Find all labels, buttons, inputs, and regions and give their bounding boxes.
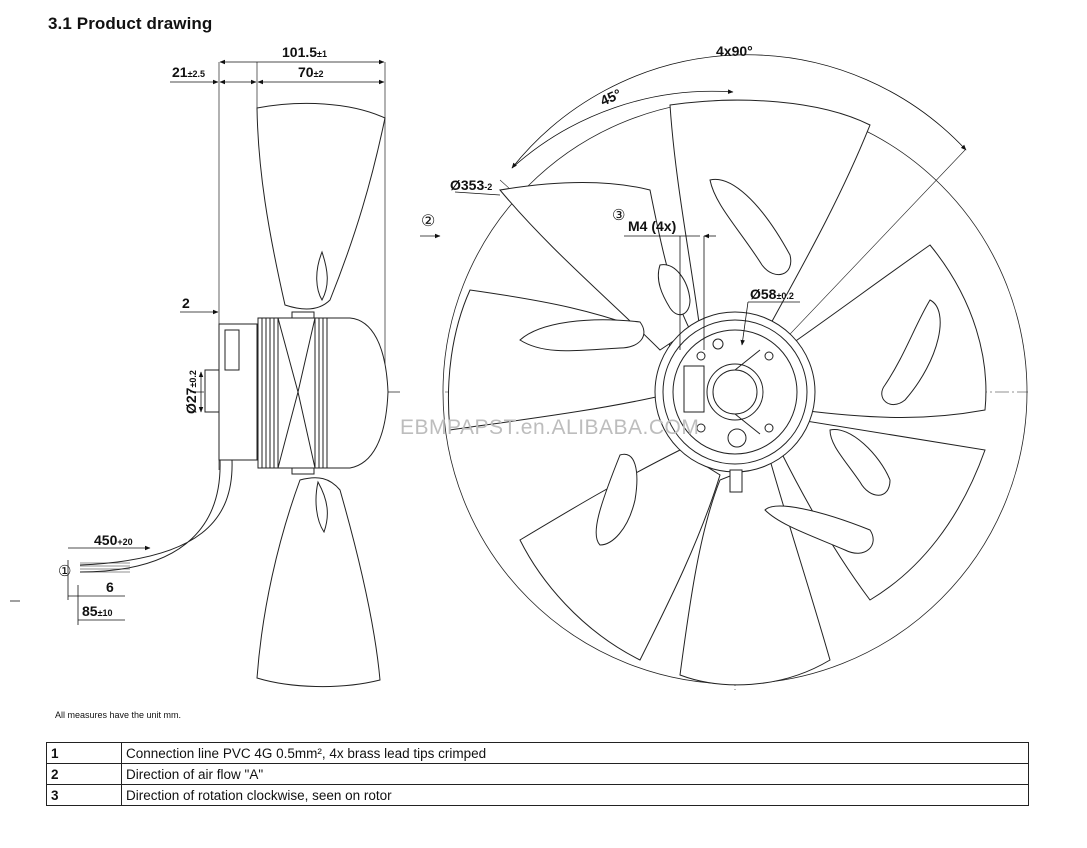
side-dimension-labels: 101.5±1 21±2.5 70±2 2 Ø27±0.2 450+20 6 8… — [58, 44, 327, 619]
front-dimension-labels: 4x90° 45° Ø353-2 M4 (4x) Ø58±0.2 ② ③ — [421, 43, 794, 302]
dim-body-length: 70 — [298, 64, 314, 80]
svg-text:Ø27±0.2: Ø27±0.2 — [183, 370, 199, 414]
side-view — [79, 62, 400, 688]
dim-shaft-tol: ±0.2 — [188, 370, 198, 387]
svg-text:450+20: 450+20 — [94, 532, 133, 548]
product-drawing: 101.5±1 21±2.5 70±2 2 Ø27±0.2 450+20 6 8… — [10, 43, 1028, 690]
svg-text:Ø353-2: Ø353-2 — [450, 177, 492, 193]
dim-angle-total: 4x90° — [716, 43, 753, 59]
front-view — [442, 99, 1028, 690]
dim-overall-length: 101.5 — [282, 44, 317, 60]
svg-text:Ø58±0.2: Ø58±0.2 — [750, 286, 794, 302]
blade-slots — [519, 178, 941, 554]
table-row: 3 Direction of rotation clockwise, seen … — [46, 784, 1029, 806]
table-row: 2 Direction of air flow "A" — [46, 763, 1029, 785]
dim-tip-length: 85 — [82, 603, 98, 619]
dim-angle-half: 45° — [598, 86, 624, 109]
cable — [79, 459, 233, 573]
watermark-text: EBMPAPST.en.ALIBABA.COM — [400, 416, 699, 439]
svg-text:101.5±1: 101.5±1 — [282, 44, 327, 60]
section-heading: 3.1 Product drawing — [48, 14, 213, 33]
dim-outer-dia: Ø353 — [450, 177, 484, 193]
svg-text:21±2.5: 21±2.5 — [172, 64, 205, 80]
units-note: All measures have the unit mm. — [55, 710, 182, 720]
front-dimensions — [420, 54, 967, 350]
lower-blade — [256, 477, 381, 688]
note-text: Direction of rotation clockwise, seen on… — [121, 784, 1029, 806]
svg-text:85±10: 85±10 — [82, 603, 113, 619]
notes-table: 1 Connection line PVC 4G 0.5mm², 4x bras… — [46, 742, 1029, 806]
dim-outer-tol: -2 — [484, 182, 492, 192]
dim-offset: 21 — [172, 64, 188, 80]
dim-hub-tol: ±0.2 — [776, 291, 793, 301]
dim-overall-tol: ±1 — [317, 49, 327, 59]
side-dimensions — [10, 59, 385, 625]
dim-offset-tol: ±2.5 — [188, 69, 205, 79]
note-number: 1 — [46, 742, 122, 764]
dim-tip-tol: ±10 — [98, 608, 113, 618]
callout-1: ① — [58, 563, 71, 580]
dim-flange: 2 — [182, 295, 190, 311]
dim-thread: M4 (4x) — [628, 218, 676, 234]
note-text: Connection line PVC 4G 0.5mm², 4x brass … — [121, 742, 1029, 764]
dim-shaft-dia: Ø27 — [183, 387, 199, 414]
dim-cable-tol: +20 — [117, 537, 132, 547]
dim-hub-dia: Ø58 — [750, 286, 777, 302]
note-number: 3 — [46, 784, 122, 806]
table-row: 1 Connection line PVC 4G 0.5mm², 4x bras… — [46, 742, 1029, 764]
dim-cable-length: 450 — [94, 532, 118, 548]
dim-strip: 6 — [106, 579, 114, 595]
fan-blades — [447, 99, 987, 686]
note-text: Direction of air flow "A" — [121, 763, 1029, 785]
callout-2: ② — [421, 213, 435, 230]
dim-body-tol: ±2 — [314, 69, 324, 79]
svg-text:70±2: 70±2 — [298, 64, 324, 80]
upper-blade — [256, 102, 386, 310]
callout-3: ③ — [612, 207, 625, 224]
note-number: 2 — [46, 763, 122, 785]
